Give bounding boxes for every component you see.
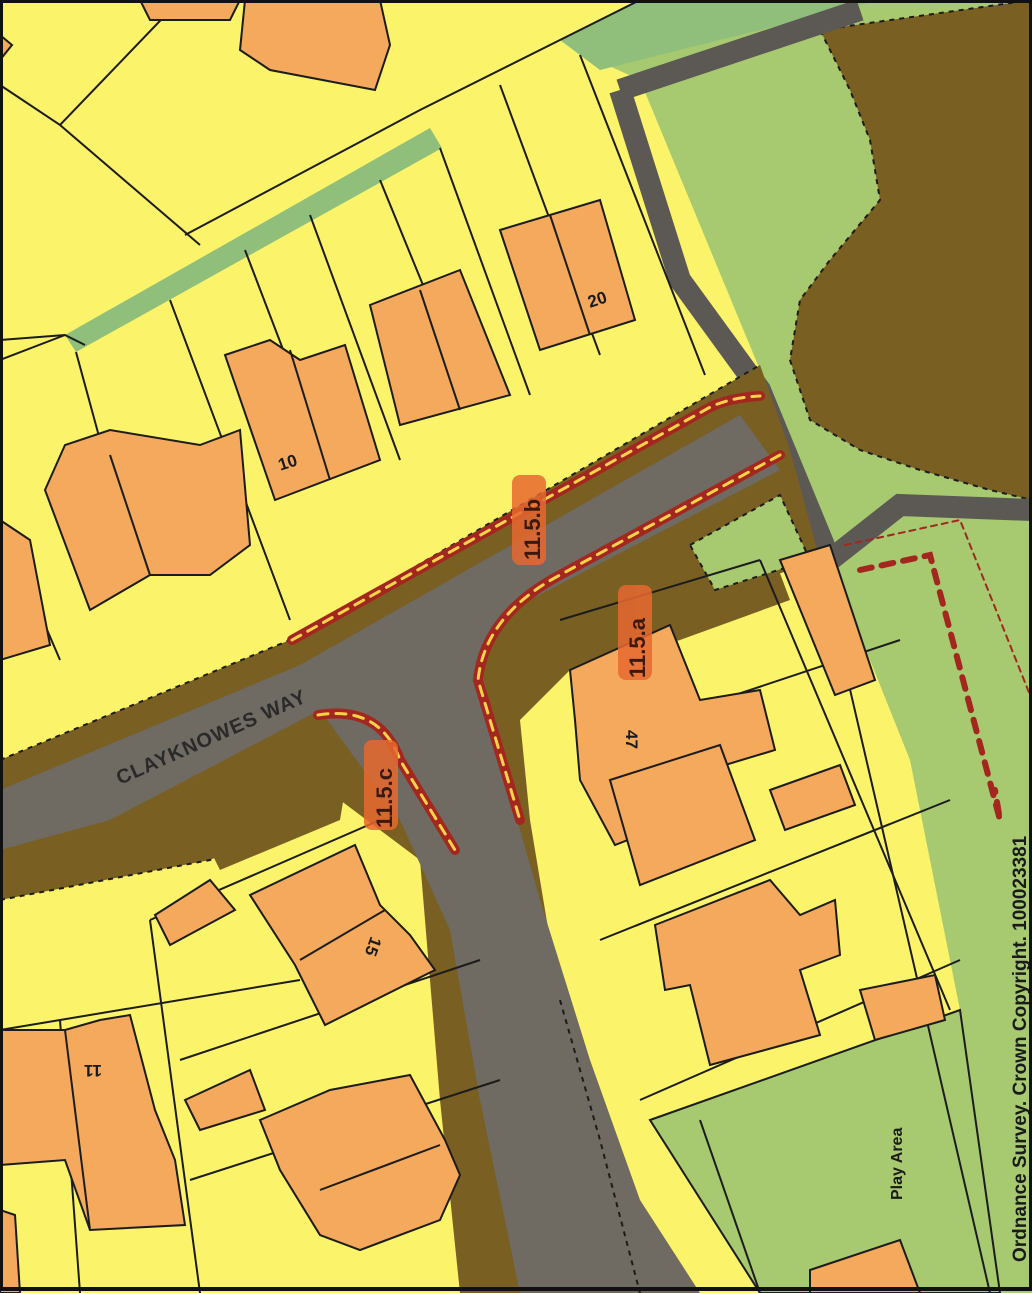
woodland-area [788, 0, 1032, 502]
reference-11-5-b: 11.5.b [520, 499, 545, 560]
play-area-ground [648, 1008, 1002, 1293]
building [258, 1073, 462, 1252]
green-strip-north [65, 128, 442, 352]
building [778, 543, 877, 697]
building [183, 1068, 267, 1132]
building [0, 518, 52, 662]
house-number-11: 11 [84, 1061, 102, 1080]
building [238, 0, 392, 92]
play-area-label: Play Area [889, 1128, 906, 1200]
building [0, 1208, 22, 1293]
reference-11-5-c: 11.5.c [372, 768, 397, 828]
building-10 [223, 338, 382, 502]
house-number-20: 20 [585, 288, 609, 312]
reference-label-highlights [364, 475, 652, 830]
reference-11-5-a: 11.5.a [625, 617, 650, 678]
building [608, 743, 757, 887]
building [653, 878, 842, 1067]
route-park-dashed [857, 551, 1003, 821]
building [153, 878, 237, 947]
house-number-47: 47 [622, 730, 641, 749]
building [858, 973, 947, 1042]
boundary-park-dashed [844, 518, 1032, 701]
building [138, 0, 242, 21]
house-number-10: 10 [276, 451, 300, 475]
route-lines [287, 391, 1032, 855]
building-20 [498, 198, 637, 352]
building-11 [0, 1013, 187, 1232]
verge-patch-west [190, 760, 345, 870]
road-surface [0, 415, 780, 1293]
building [809, 1238, 922, 1293]
copyright-notice: Ordnance Survey. Crown Copyright. 100023… [1010, 835, 1031, 1262]
green-strip-top [560, 0, 880, 70]
building [43, 428, 252, 612]
buildings [0, 0, 947, 1293]
building [768, 763, 857, 832]
